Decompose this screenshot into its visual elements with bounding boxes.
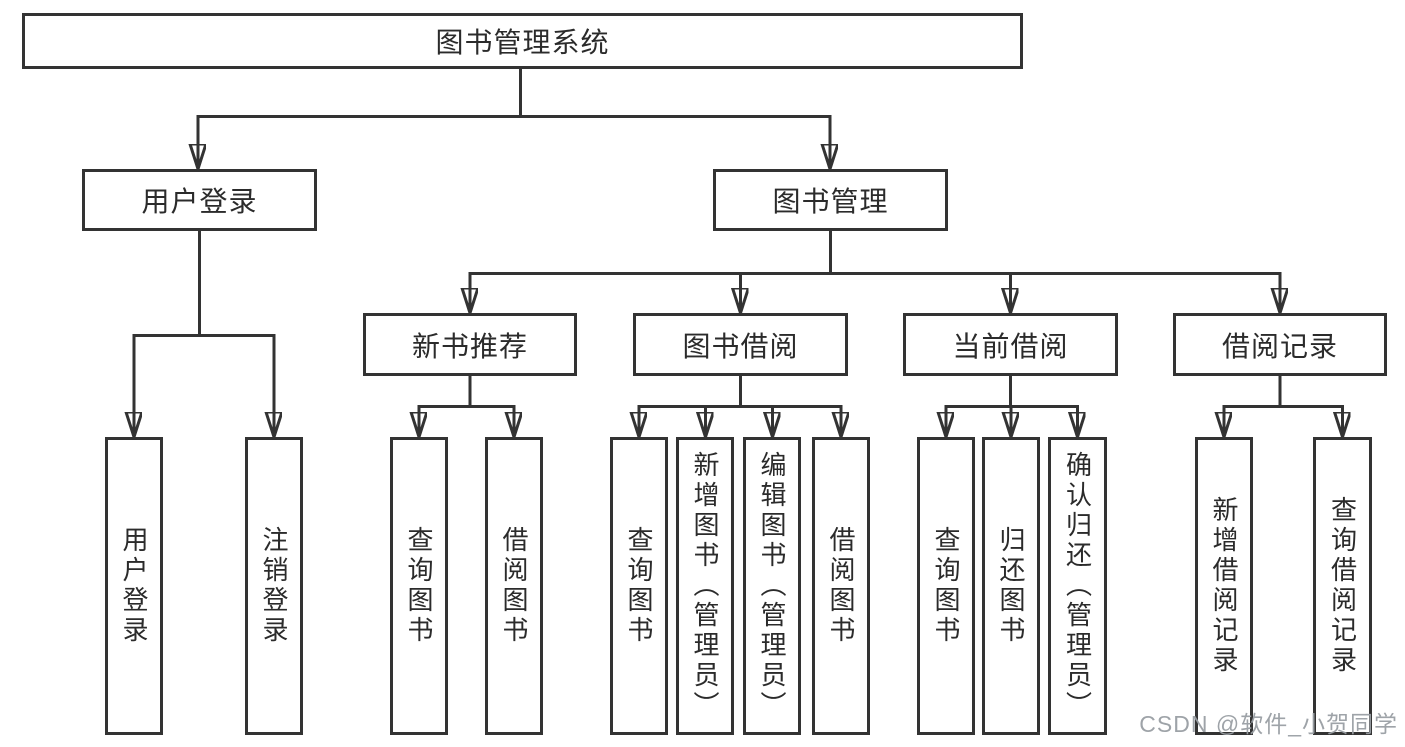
- leaf-br-add-record: 新增借阅记录: [1195, 437, 1253, 735]
- leaf-nb-query-books-label: 查询图书: [404, 526, 434, 646]
- edges-borrow-records: [1223, 376, 1345, 437]
- leaf-bb-query-books: 查询图书: [610, 437, 668, 735]
- node-book-borrow: 图书借阅: [633, 313, 848, 376]
- leaf-logout-label: 注销登录: [259, 526, 289, 646]
- leaf-bb-borrow-books: 借阅图书: [812, 437, 870, 735]
- node-user-login-label: 用户登录: [141, 186, 258, 217]
- leaf-br-query-record-label: 查询借阅记录: [1327, 496, 1358, 676]
- leaf-bb-query-books-label: 查询图书: [624, 526, 654, 646]
- leaf-br-add-record-label: 新增借阅记录: [1209, 496, 1239, 676]
- node-new-book-rec-label: 新书推荐: [411, 330, 528, 362]
- leaf-cb-query-books: 查询图书: [917, 437, 975, 735]
- leaf-bb-borrow-books-label: 借阅图书: [826, 526, 856, 646]
- leaf-cb-return-books: 归还图书: [982, 437, 1040, 735]
- node-new-book-rec: 新书推荐: [363, 313, 577, 376]
- csdn-watermark: CSDN @软件_小贺同学: [1139, 711, 1398, 737]
- node-user-login: 用户登录: [82, 169, 317, 231]
- node-root-label: 图书管理系统: [435, 27, 610, 58]
- edges-current-borrow: [945, 376, 1080, 437]
- node-borrow-records: 借阅记录: [1173, 313, 1387, 376]
- leaf-user-login-label: 用户登录: [119, 526, 149, 646]
- edges-book-borrow: [638, 376, 843, 437]
- node-root-system: 图书管理系统: [22, 13, 1023, 69]
- leaf-nb-query-books: 查询图书: [390, 437, 448, 735]
- leaf-nb-borrow-books: 借阅图书: [485, 437, 543, 735]
- leaf-user-login: 用户登录: [105, 437, 163, 735]
- leaf-bb-add-books: 新增图书（管理员）: [676, 437, 734, 735]
- node-current-borrow-label: 当前借阅: [952, 330, 1069, 362]
- edges-user-login: [133, 231, 276, 437]
- leaf-bb-edit-books-label: 编辑图书（管理员）: [757, 451, 787, 721]
- edges-book-mgmt: [469, 231, 1282, 313]
- leaf-nb-borrow-books-label: 借阅图书: [499, 526, 529, 646]
- node-book-mgmt: 图书管理: [713, 169, 948, 231]
- edges-new-book-rec: [418, 376, 516, 437]
- node-book-borrow-label: 图书借阅: [682, 330, 799, 362]
- leaf-bb-edit-books: 编辑图书（管理员）: [743, 437, 801, 735]
- node-book-mgmt-label: 图书管理: [772, 186, 889, 217]
- node-borrow-records-label: 借阅记录: [1221, 330, 1338, 362]
- leaf-cb-return-books-label: 归还图书: [996, 526, 1026, 646]
- leaf-cb-query-books-label: 查询图书: [931, 526, 961, 646]
- leaf-br-query-record: 查询借阅记录: [1313, 437, 1372, 735]
- leaf-cb-confirm-return-label: 确认归还（管理员）: [1062, 451, 1093, 721]
- edges-root: [197, 69, 832, 169]
- node-current-borrow: 当前借阅: [903, 313, 1118, 376]
- leaf-bb-add-books-label: 新增图书（管理员）: [690, 451, 720, 721]
- leaf-cb-confirm-return: 确认归还（管理员）: [1048, 437, 1107, 735]
- leaf-logout: 注销登录: [245, 437, 303, 735]
